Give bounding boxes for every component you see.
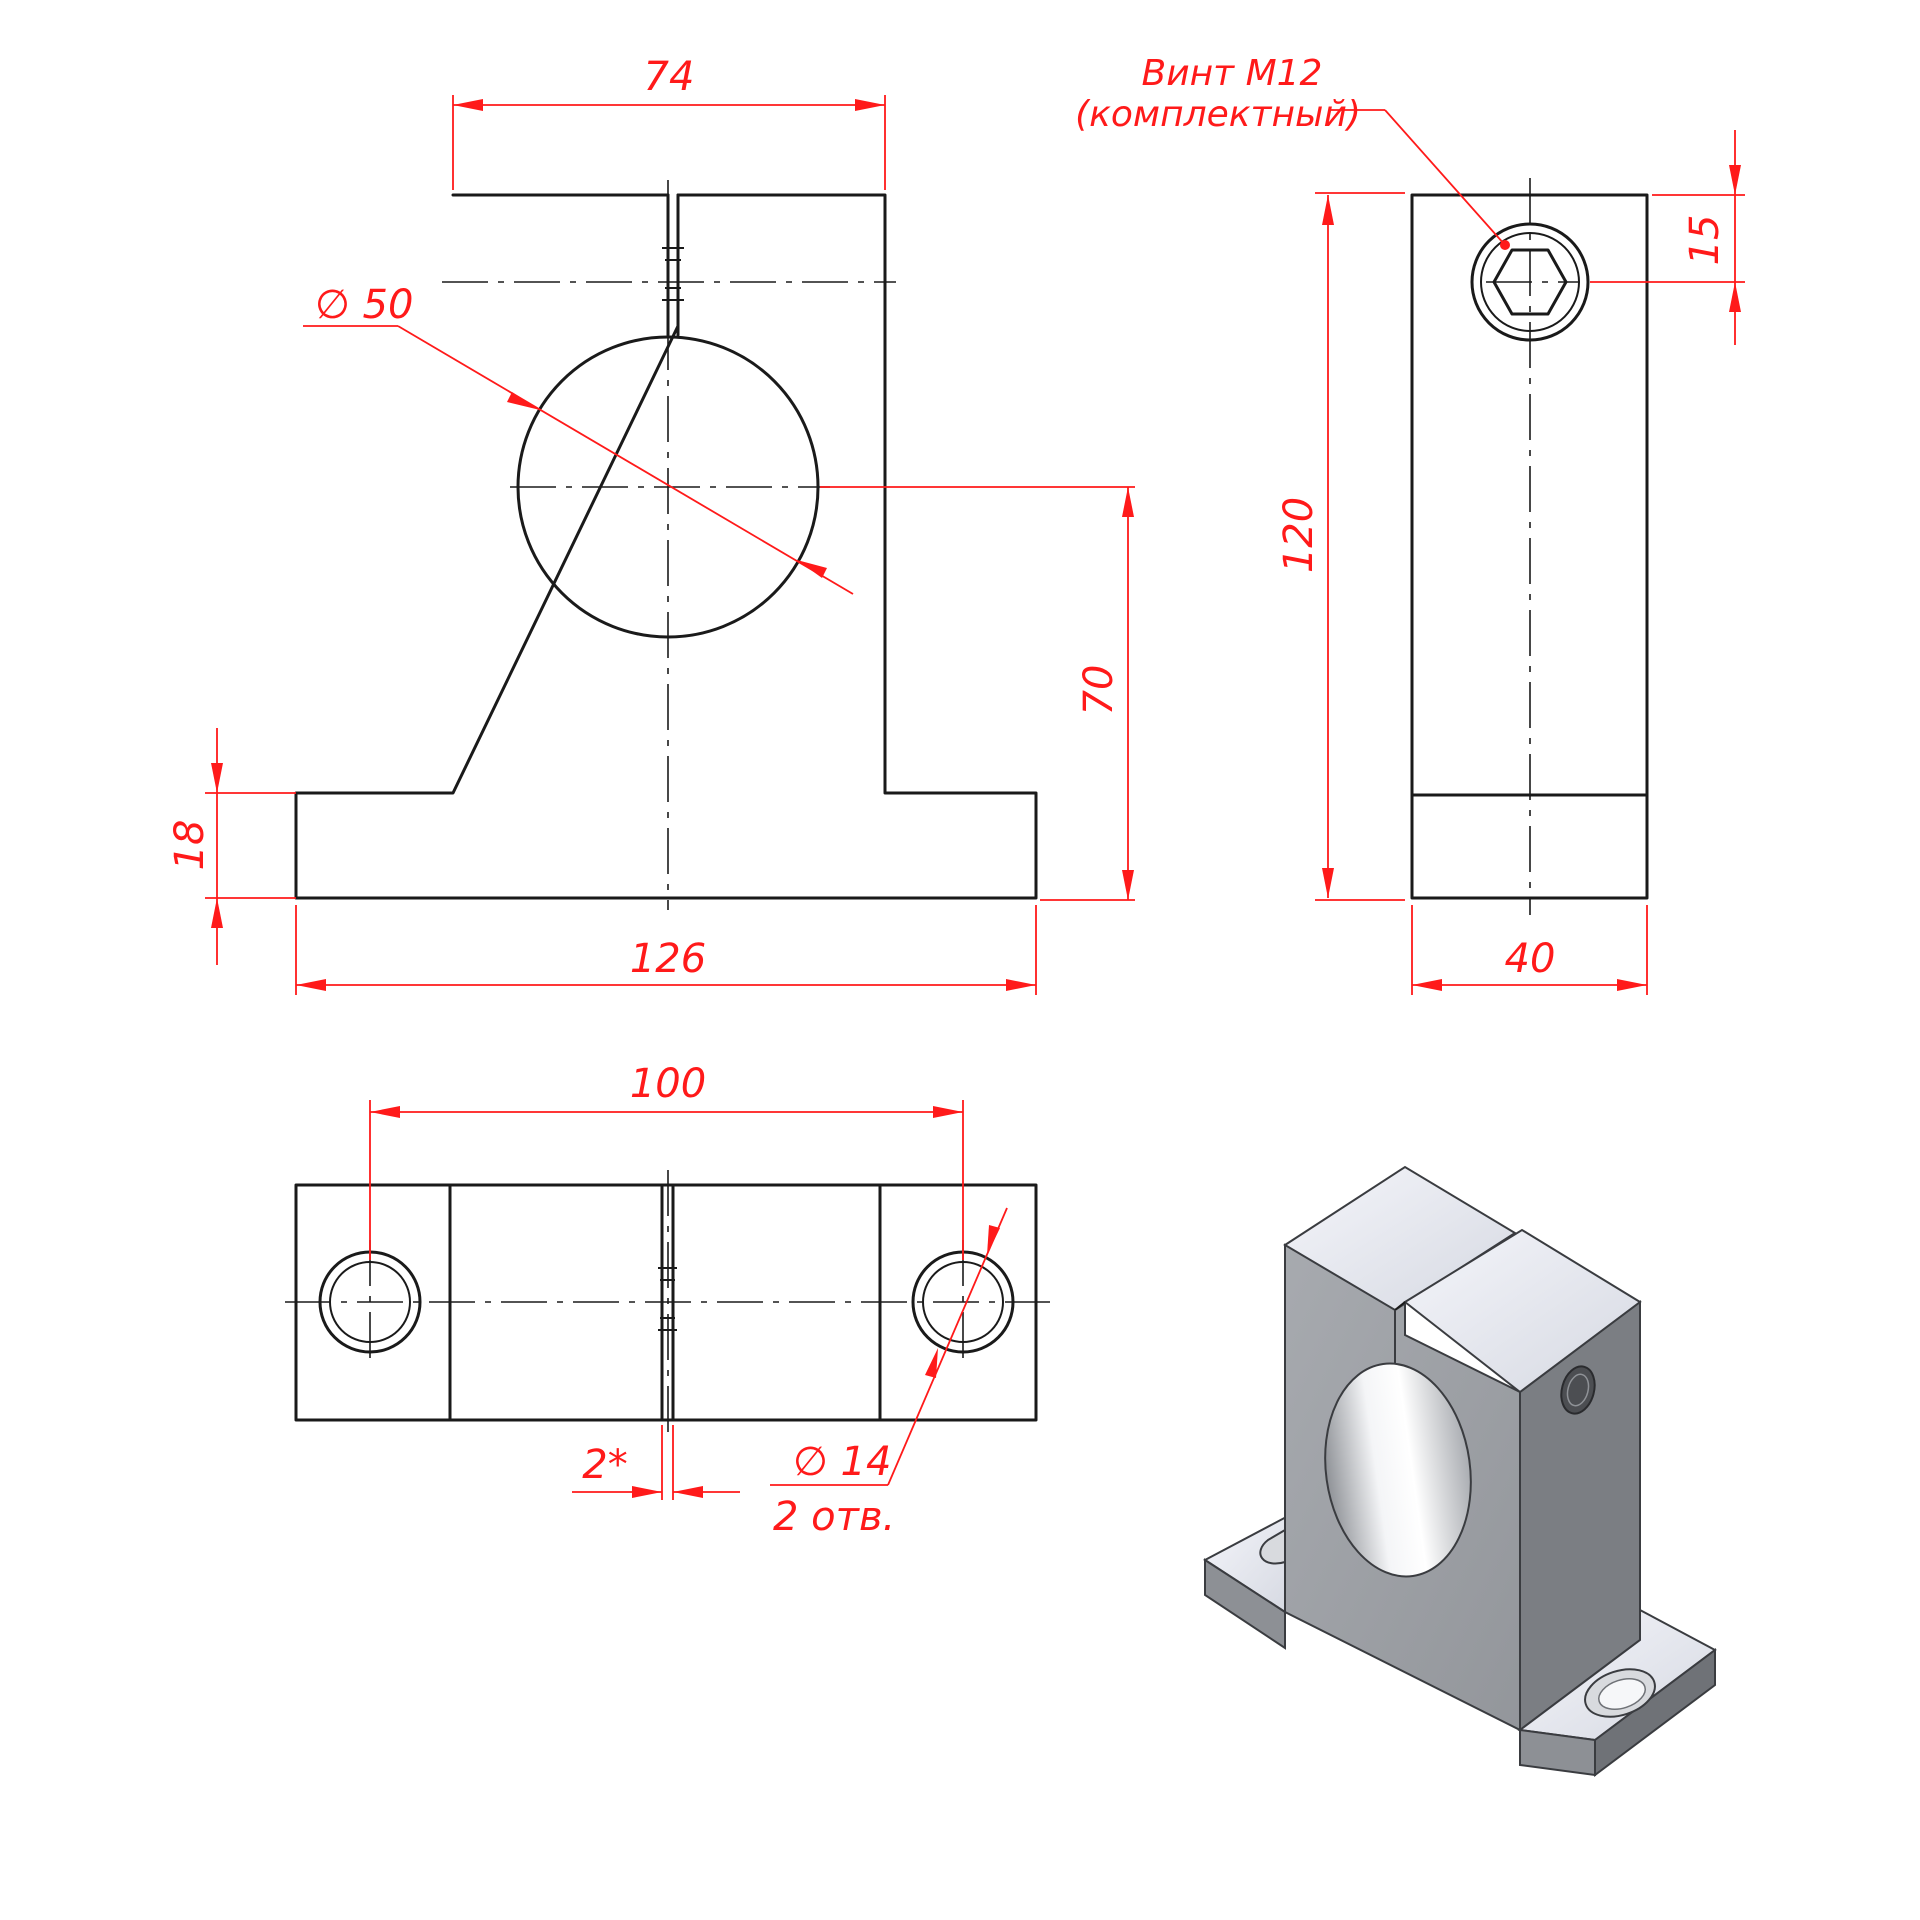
iso-top-face-front	[1403, 1228, 1642, 1394]
dim-base-width-label: 126	[630, 936, 706, 982]
iso-right-flange-side	[1594, 1648, 1716, 1777]
isometric-view	[1203, 1165, 1717, 1777]
dim-side-height: 120	[1276, 192, 1405, 901]
dim-slot-label: 2*	[582, 1442, 627, 1488]
screw-callout: Винт М12 (комплектный)	[1075, 53, 1510, 250]
iso-mount-hole-left	[1259, 1528, 1286, 1565]
dim-side-width: 40	[1411, 905, 1648, 995]
dim-top-width-label: 74	[644, 54, 695, 100]
dim-axis-height: 70	[820, 486, 1135, 901]
dim-axis-height-label: 70	[1076, 665, 1122, 716]
dim-side-width-label: 40	[1505, 936, 1556, 982]
dim-screw-offset-label: 15	[1682, 215, 1728, 266]
screw-label-line1: Винт М12	[1142, 53, 1323, 94]
dim-base-height-label: 18	[167, 820, 213, 871]
side-view: Винт М12 (комплектный) 120 15	[1075, 53, 1745, 995]
clamp-screw-hidden	[662, 247, 684, 301]
dim-top-width: 74	[452, 54, 886, 190]
dim-hole-spacing-label: 100	[630, 1061, 706, 1107]
dim-base-height: 18	[167, 728, 296, 965]
iso-left-flange-front	[1204, 1558, 1286, 1650]
dim-slot: 2*	[572, 1425, 740, 1500]
dim-bore-label: ∅ 50	[315, 282, 413, 328]
top-view: 100 2* ∅ 14 2 отв.	[285, 1061, 1050, 1540]
iso-bore	[1324, 1362, 1472, 1578]
dim-hole-dia: ∅ 14 2 отв.	[770, 1207, 1008, 1540]
dim-hole-spacing: 100	[369, 1061, 964, 1260]
dim-hole-count-label: 2 отв.	[773, 1494, 895, 1540]
clamp-slot	[666, 193, 680, 337]
dim-screw-offset: 15	[1590, 130, 1745, 345]
dim-hole-dia-label: ∅ 14	[793, 1439, 891, 1485]
dim-side-height-label: 120	[1276, 497, 1322, 573]
dim-bore: ∅ 50	[303, 282, 854, 595]
dim-base-width: 126	[295, 905, 1037, 995]
front-view: 74 ∅ 50 70 18	[167, 54, 1135, 995]
screw-label-line2: (комплектный)	[1075, 94, 1361, 135]
iso-top-face-back	[1283, 1165, 1517, 1312]
